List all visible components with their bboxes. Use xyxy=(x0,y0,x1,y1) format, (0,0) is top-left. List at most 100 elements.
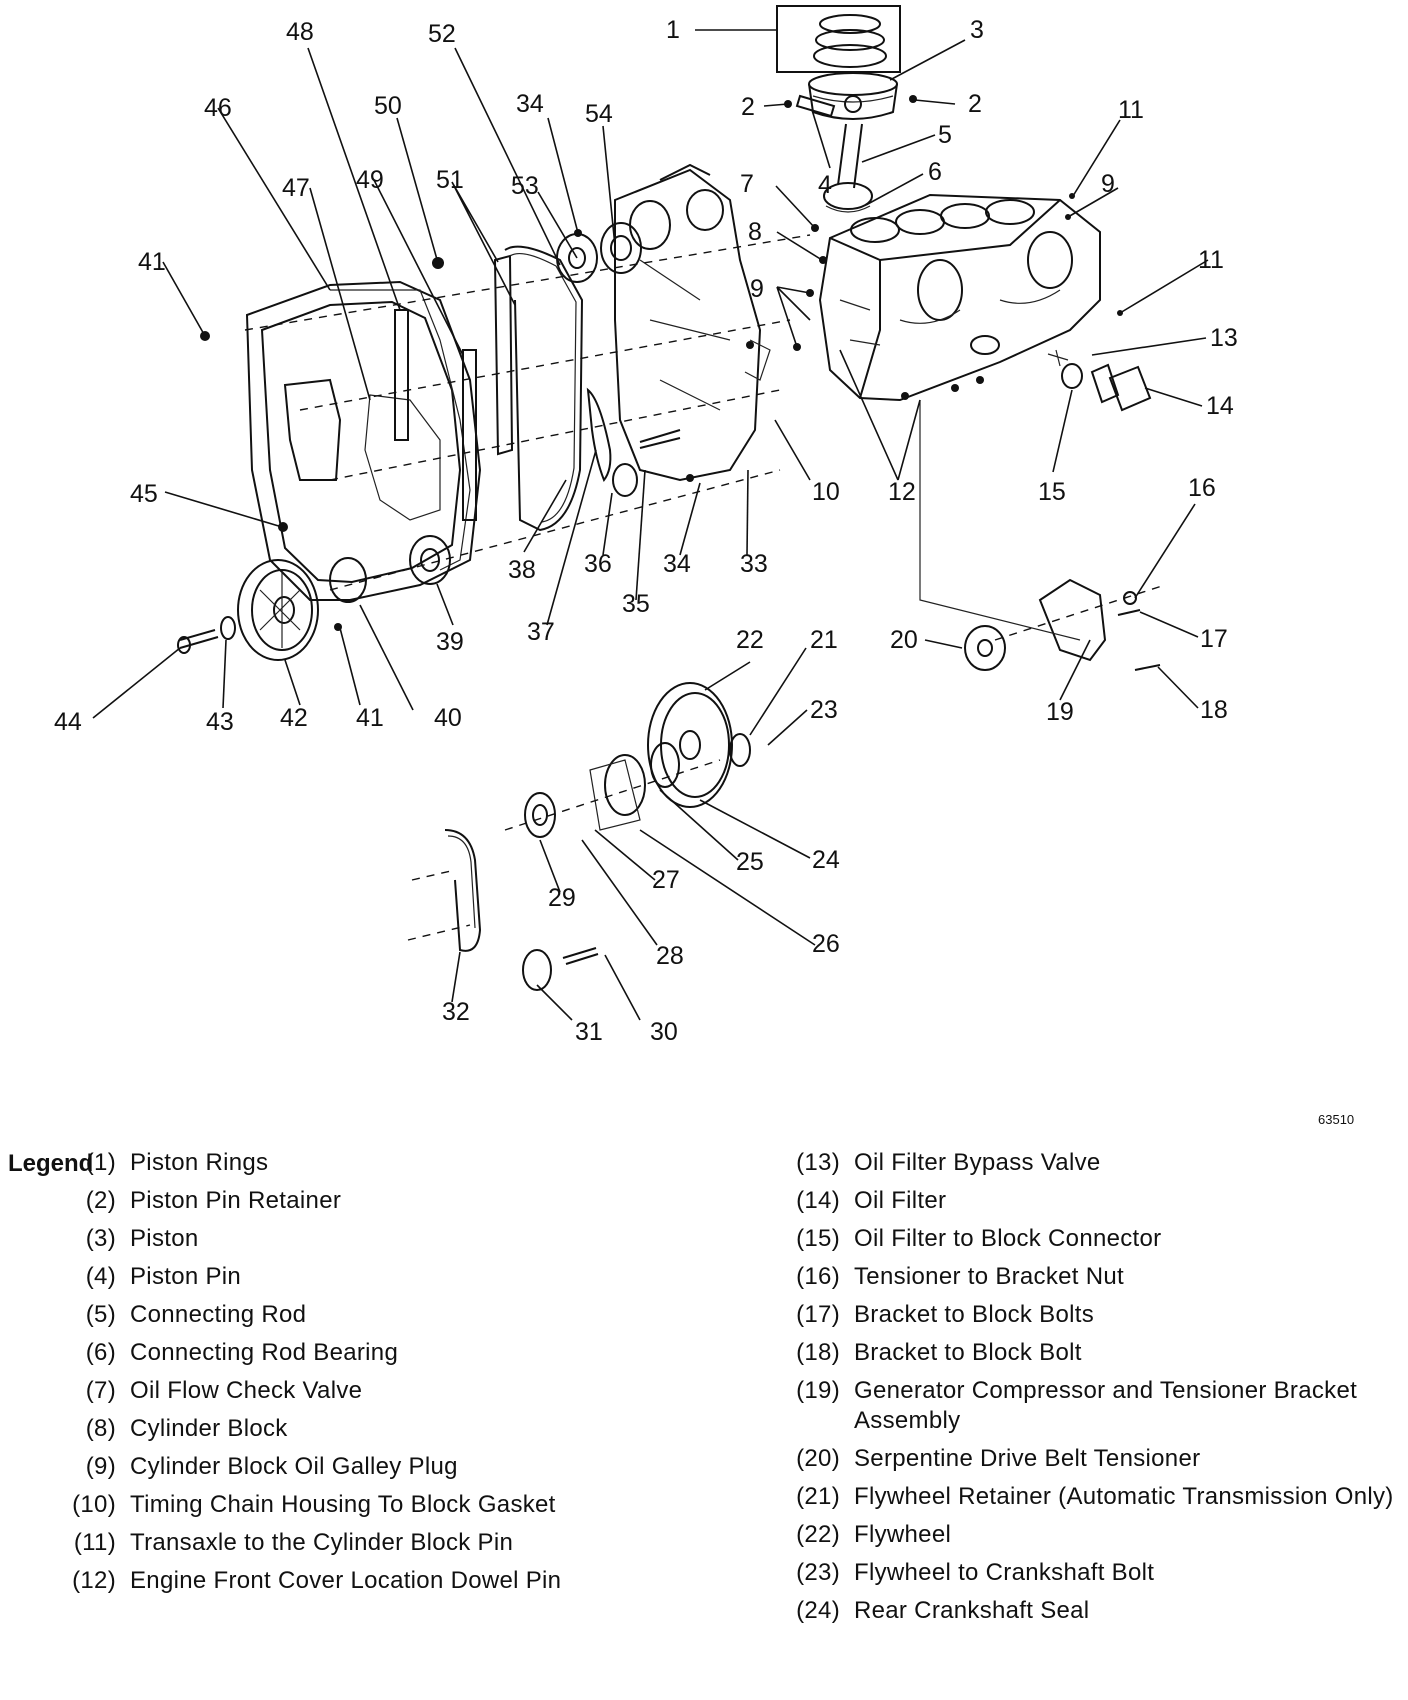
legend-label: Rear Crankshaft Seal xyxy=(854,1597,1090,1624)
legend-number: (20) xyxy=(796,1445,840,1472)
callout-8: 8 xyxy=(748,218,762,246)
callout-27: 27 xyxy=(652,866,680,894)
callout-17: 17 xyxy=(1200,625,1228,653)
legend-number: (23) xyxy=(796,1559,840,1586)
callout-6: 6 xyxy=(928,158,942,186)
callout-34a: 34 xyxy=(516,90,544,118)
callout-7: 7 xyxy=(740,170,754,198)
legend-number: (13) xyxy=(796,1149,840,1176)
callout-32: 32 xyxy=(442,998,470,1026)
callout-43: 43 xyxy=(206,708,234,736)
tensioner-drawing xyxy=(586,387,681,497)
legend-label: Oil Filter xyxy=(854,1187,947,1214)
callout-51: 51 xyxy=(436,166,464,194)
crankshaft-balancer-drawing xyxy=(237,559,319,661)
legend-number: (7) xyxy=(85,1377,116,1404)
callout-22: 22 xyxy=(736,626,764,654)
legend-label: Cylinder Block xyxy=(130,1415,288,1442)
legend-label: Piston Rings xyxy=(130,1149,269,1176)
small-fasteners-drawing xyxy=(200,193,1123,631)
callout-9a: 9 xyxy=(1101,170,1115,198)
callout-37: 37 xyxy=(527,618,555,646)
callout-23: 23 xyxy=(810,696,838,724)
callout-10: 10 xyxy=(812,478,840,506)
cylinder-block-drawing xyxy=(818,193,1101,402)
legend-number: (10) xyxy=(72,1491,116,1518)
callout-34b: 34 xyxy=(663,550,691,578)
legend-number: (4) xyxy=(85,1263,116,1290)
legend-label: Connecting Rod xyxy=(130,1301,307,1328)
legend-label: Bracket to Block Bolt xyxy=(854,1339,1082,1366)
legend-item: (8) Cylinder Block xyxy=(50,1414,690,1444)
part-drawings xyxy=(177,5,1166,991)
callout-14: 14 xyxy=(1206,392,1234,420)
callout-21: 21 xyxy=(810,626,838,654)
legend-number: (8) xyxy=(85,1415,116,1442)
callout-2a: 2 xyxy=(968,90,982,118)
legend-label: Flywheel Retainer (Automatic Transmissio… xyxy=(854,1483,1394,1510)
legend-title: Legend xyxy=(8,1150,94,1177)
callout-36: 36 xyxy=(584,550,612,578)
callout-39: 39 xyxy=(436,628,464,656)
callout-44: 44 xyxy=(54,708,82,736)
legend-label: Oil Filter to Block Connector xyxy=(854,1225,1162,1252)
piston-pin-drawing xyxy=(784,94,917,118)
callout-33: 33 xyxy=(740,550,768,578)
legend-number: (9) xyxy=(85,1453,116,1480)
legend-label: Connecting Rod Bearing xyxy=(130,1339,399,1366)
rear-seal-drawing xyxy=(524,742,680,838)
callout-40: 40 xyxy=(434,704,462,732)
legend-label: Bracket to Block Bolts xyxy=(854,1301,1095,1328)
callout-28: 28 xyxy=(656,942,684,970)
callout-19: 19 xyxy=(1046,698,1074,726)
callout-numbers: 1 2 2 2 3 4 5 6 7 8 9 9 10 11 11 12 13 1… xyxy=(54,16,1238,1046)
callout-13: 13 xyxy=(1210,324,1238,352)
callout-47: 47 xyxy=(282,174,310,202)
callout-1: 1 xyxy=(666,16,680,44)
callout-46: 46 xyxy=(204,94,232,122)
callout-3: 3 xyxy=(970,16,984,44)
balance-sprocket-drawing xyxy=(522,947,599,991)
legend-label: Oil Filter Bypass Valve xyxy=(854,1149,1101,1176)
legend-number: (24) xyxy=(796,1597,840,1624)
legend-item: (2)Piston Pin Retainer xyxy=(50,1186,690,1216)
callout-52: 52 xyxy=(428,20,456,48)
callout-42: 42 xyxy=(280,704,308,732)
legend-number: (6) xyxy=(85,1339,116,1366)
legend-label: Generator Compressor and Tensioner Brack… xyxy=(854,1377,1358,1434)
callout-29: 29 xyxy=(548,884,576,912)
legend-item: (7) Oil Flow Check Valve xyxy=(50,1376,690,1406)
callout-9b: 9 xyxy=(750,275,764,303)
legend-item: (10)Timing Chain Housing To Block Gasket xyxy=(50,1490,690,1520)
legend-label: Flywheel xyxy=(854,1521,952,1548)
legend-label: Engine Front Cover Location Dowel Pin xyxy=(130,1567,562,1594)
timing-chain-housing-drawing xyxy=(614,163,771,482)
legend-right-column: (13)Oil Filter Bypass Valve (14)Oil Filt… xyxy=(778,1148,1398,1634)
legend-item: (19)Generator Compressor and Tensioner B… xyxy=(778,1376,1398,1436)
piston-drawing xyxy=(808,72,898,120)
callout-48: 48 xyxy=(286,18,314,46)
callout-38: 38 xyxy=(508,556,536,584)
legend-number: (22) xyxy=(796,1521,840,1548)
legend-label: Tensioner to Bracket Nut xyxy=(854,1263,1124,1290)
legend-number: (21) xyxy=(796,1483,840,1510)
legend-label: Transaxle to the Cylinder Block Pin xyxy=(130,1529,514,1556)
legend-item: (12)Engine Front Cover Location Dowel Pi… xyxy=(50,1566,690,1596)
legend-item: (17) Bracket to Block Bolts xyxy=(778,1300,1398,1330)
oil-filter-drawing xyxy=(1047,349,1152,412)
callout-11b: 11 xyxy=(1198,246,1224,274)
callout-26: 26 xyxy=(812,930,840,958)
timing-chain-drawing xyxy=(504,245,584,532)
legend-label: Piston xyxy=(130,1225,199,1252)
camshaft-sprockets-drawing xyxy=(556,222,642,283)
engine-front-cover-drawing xyxy=(245,280,482,603)
legend-item: (6) Connecting Rod Bearing xyxy=(50,1338,690,1368)
legend-item: (16)Tensioner to Bracket Nut xyxy=(778,1262,1398,1292)
callout-11a: 11 xyxy=(1118,96,1144,124)
legend-label: Oil Flow Check Valve xyxy=(130,1377,363,1404)
callout-50: 50 xyxy=(374,92,402,120)
legend-number: (17) xyxy=(796,1301,840,1328)
callout-31: 31 xyxy=(575,1018,603,1046)
callout-2b: 2 xyxy=(741,93,755,121)
connecting-rod-drawing xyxy=(823,123,873,213)
